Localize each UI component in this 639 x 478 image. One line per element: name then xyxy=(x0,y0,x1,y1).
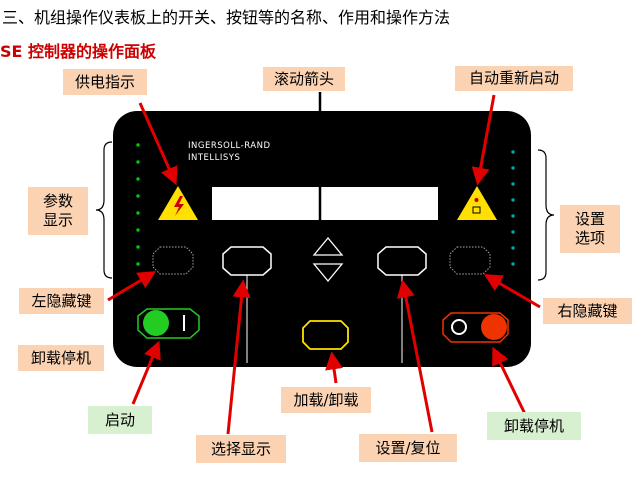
select-display-key[interactable] xyxy=(222,246,272,276)
label-unload-stop-right: 卸载停机 xyxy=(487,412,581,440)
arrow-power-indicator xyxy=(138,102,178,186)
up-down-arrows-icon[interactable] xyxy=(312,236,344,283)
left-led-column xyxy=(136,143,140,266)
label-params-display-line1: 参数 xyxy=(42,192,73,211)
arrow-select-display xyxy=(226,279,251,435)
lcd-display xyxy=(212,187,438,220)
arrow-left-hidden-key xyxy=(107,271,157,302)
arrow-load-unload xyxy=(325,351,343,384)
label-setting-options-line1: 设置 xyxy=(574,210,605,229)
arrow-right-hidden-key xyxy=(483,274,541,309)
label-setting-options: 设置 选项 xyxy=(560,205,620,253)
label-right-hidden-key: 右隐藏键 xyxy=(543,298,632,324)
label-start: 启动 xyxy=(88,406,152,434)
stop-button[interactable] xyxy=(442,312,509,343)
right-hidden-key[interactable] xyxy=(449,246,491,275)
warning-triangle-lightning-icon xyxy=(158,186,198,220)
label-auto-restart: 自动重新启动 xyxy=(455,66,573,91)
brand-text: INGERSOLL-RAND INTELLISYS xyxy=(188,140,270,164)
label-setting-options-line2: 选项 xyxy=(574,229,605,247)
arrow-auto-restart xyxy=(471,94,496,186)
arrow-start xyxy=(131,340,161,405)
label-load-unload: 加载/卸载 xyxy=(281,387,371,413)
label-params-display-line2: 显示 xyxy=(42,211,73,229)
right-bracket xyxy=(537,149,555,281)
start-button[interactable] xyxy=(137,308,200,339)
label-params-display: 参数 显示 xyxy=(28,187,88,235)
control-panel xyxy=(113,111,531,367)
load-unload-button[interactable] xyxy=(302,320,349,350)
label-unload-stop-left: 卸载停机 xyxy=(18,345,104,371)
arrow-set-reset xyxy=(396,279,434,433)
label-power-indicator: 供电指示 xyxy=(63,69,147,95)
label-left-hidden-key: 左隐藏键 xyxy=(19,288,104,314)
right-led-column xyxy=(511,150,515,266)
panel-subheading: SE 控制器的操作面板 xyxy=(0,42,157,61)
label-scroll-arrows: 滚动箭头 xyxy=(263,67,345,91)
left-bracket xyxy=(95,141,113,279)
arrow-scroll xyxy=(313,92,327,237)
warning-triangle-square-icon xyxy=(457,186,497,220)
label-select-display: 选择显示 xyxy=(196,435,286,463)
brand-line-2: INTELLISYS xyxy=(188,153,241,163)
set-reset-key[interactable] xyxy=(377,246,427,276)
left-hidden-key[interactable] xyxy=(152,246,194,275)
page-heading: 三、机组操作仪表板上的开关、按钮等的名称、作用和操作方法 xyxy=(2,8,451,27)
brand-line-1: INGERSOLL-RAND xyxy=(188,141,271,151)
label-set-reset: 设置/复位 xyxy=(359,434,457,462)
arrow-unload-stop-right xyxy=(492,346,527,415)
